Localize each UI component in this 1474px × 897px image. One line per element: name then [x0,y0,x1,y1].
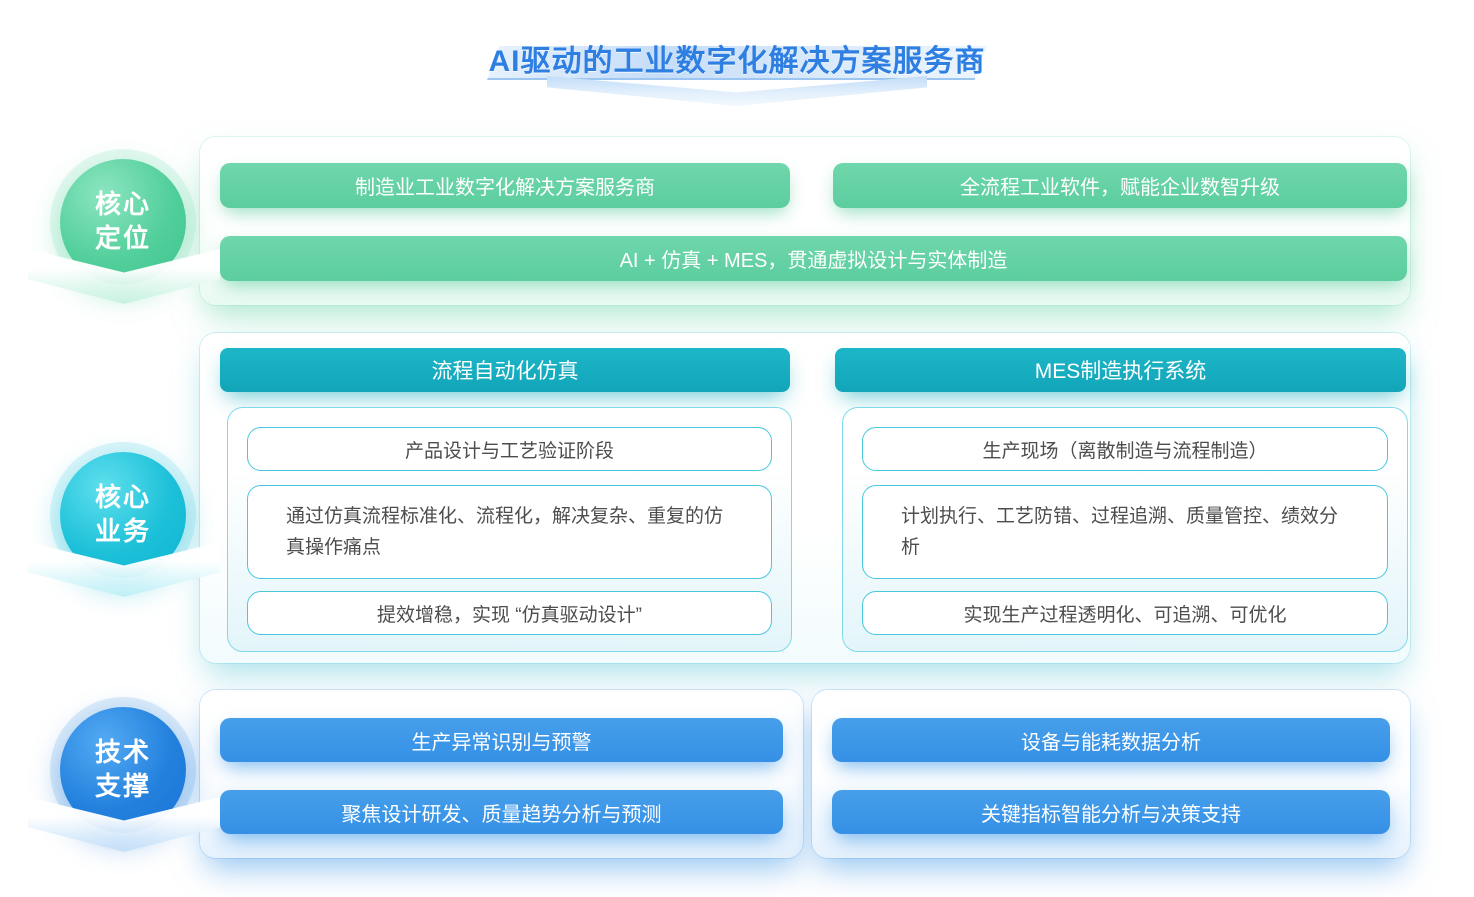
pill-full-process-software: 全流程工业软件，赋能企业数智升级 [833,163,1407,208]
badge-tech-support-line2: 支撑 [94,771,151,801]
container-mes-details: 生产现场（离散制造与流程制造） 计划执行、工艺防错、过程追溯、质量管控、绩效分析… [842,407,1408,652]
pill-manufacturing-solution: 制造业工业数字化解决方案服务商 [220,163,790,208]
page-title: AI驱动的工业数字化解决方案服务商 [488,45,986,78]
badge-core-positioning-line1: 核心 [94,189,151,220]
box-design-validation-stage: 产品设计与工艺验证阶段 [247,427,772,471]
panel-core-positioning: 制造业工业数字化解决方案服务商 全流程工业软件，赋能企业数智升级 AI + 仿真… [200,137,1410,305]
pill-equipment-energy-analysis: 设备与能耗数据分析 [832,718,1390,762]
panel-tech-support-right: 设备与能耗数据分析 关键指标智能分析与决策支持 [812,690,1410,858]
badge-core-business-line1: 核心 [94,482,151,513]
chevron-down-icon [547,76,927,106]
box-simulation-standardization: 通过仿真流程标准化、流程化，解决复杂、重复的仿真操作痛点 [247,485,772,579]
title-ribbon: AI驱动的工业数字化解决方案服务商 [477,34,997,80]
badge-tech-support-line1: 技术 [94,737,151,768]
panel-tech-support-left: 生产异常识别与预警 聚焦设计研发、质量趋势分析与预测 [200,690,803,858]
pill-kpi-decision-support: 关键指标智能分析与决策支持 [832,790,1390,834]
box-plan-execution-quality: 计划执行、工艺防错、过程追溯、质量管控、绩效分析 [862,485,1388,579]
box-transparent-production: 实现生产过程透明化、可追溯、可优化 [862,591,1388,635]
title-banner: AI驱动的工业数字化解决方案服务商 [0,34,1474,106]
badge-core-positioning-line2: 定位 [94,223,151,253]
box-simulation-driven-design: 提效增稳，实现 “仿真驱动设计” [247,591,772,635]
pill-quality-trend-prediction: 聚焦设计研发、质量趋势分析与预测 [220,790,783,834]
pill-anomaly-detection: 生产异常识别与预警 [220,718,783,762]
container-simulation-details: 产品设计与工艺验证阶段 通过仿真流程标准化、流程化，解决复杂、重复的仿真操作痛点… [227,407,792,652]
title-ribbon-background [487,46,987,80]
header-mes-system: MES制造执行系统 [835,348,1406,392]
panel-core-business: 流程自动化仿真 MES制造执行系统 产品设计与工艺验证阶段 通过仿真流程标准化、… [200,333,1410,663]
box-production-site: 生产现场（离散制造与流程制造） [862,427,1388,471]
pill-ai-simulation-mes: AI + 仿真 + MES，贯通虚拟设计与实体制造 [220,236,1407,281]
header-process-automation-simulation: 流程自动化仿真 [220,348,790,392]
badge-core-business-line2: 业务 [94,516,151,546]
